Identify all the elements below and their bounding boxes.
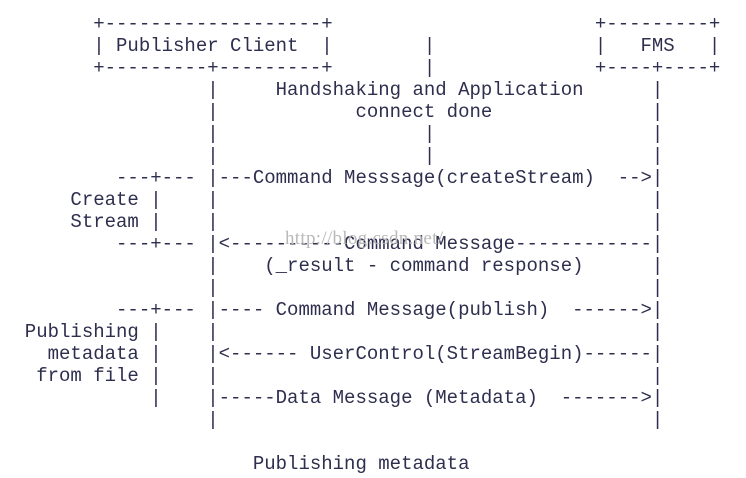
screenshot-root: +-------------------+ +---------+ | Publ…: [24, 13, 721, 475]
ascii-sequence-diagram: +-------------------+ +---------+ | Publ…: [24, 13, 721, 475]
